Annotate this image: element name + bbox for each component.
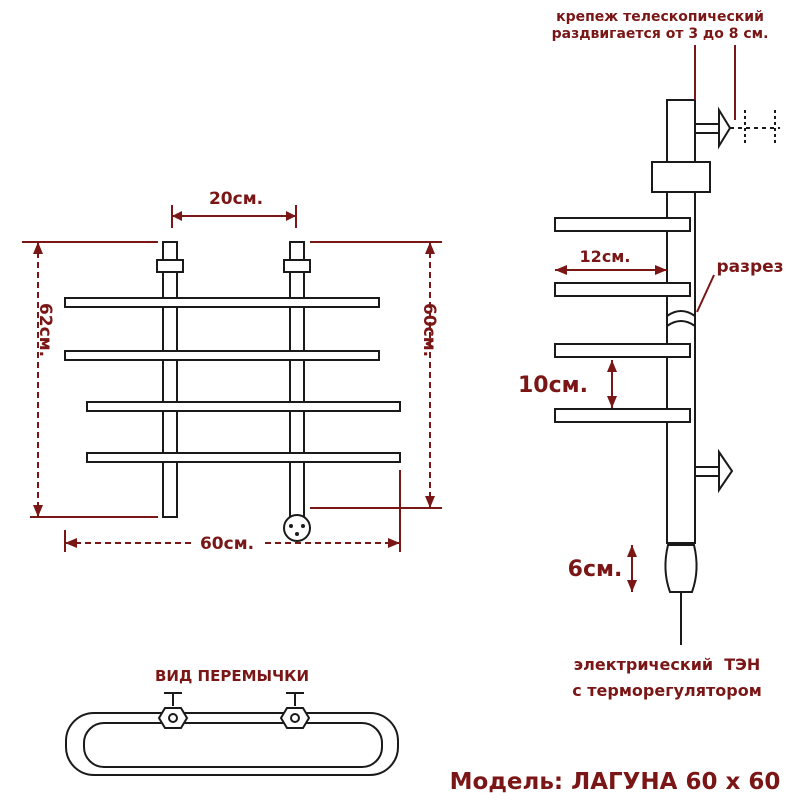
- top-mount-rod: [694, 123, 720, 134]
- heater-plug: [283, 514, 311, 542]
- plug-pin: [301, 524, 305, 528]
- bar-1: [64, 297, 380, 308]
- height-right-label: 60см.: [419, 303, 439, 357]
- section-label: разрез: [716, 257, 783, 277]
- left-nut: [156, 259, 184, 273]
- bar-3: [86, 401, 401, 412]
- jumper-view-label: ВИД ПЕРЕМЫЧКИ: [155, 667, 309, 685]
- side-bar-4: [554, 408, 691, 423]
- right-nut: [283, 259, 311, 273]
- side-annotations: крепеж телескопический раздвигается от 3…: [518, 9, 784, 700]
- heater-label-line1: электрический ТЭН: [574, 655, 761, 674]
- bar-4: [86, 452, 401, 463]
- mount-label-line1: крепеж телескопический: [556, 9, 764, 25]
- jumper-inner: [83, 722, 383, 768]
- plug-pin: [289, 524, 293, 528]
- bottom-mount-rod: [694, 466, 720, 477]
- width-bottom-label: 60см.: [200, 534, 254, 554]
- plug-pin: [295, 532, 299, 536]
- front-view: [64, 241, 401, 542]
- bar-2: [64, 350, 380, 361]
- model-title: Модель: ЛАГУНА 60 x 60: [450, 769, 781, 795]
- side-view: [554, 99, 780, 645]
- side-bar-2: [554, 282, 691, 297]
- jumper-view: ВИД ПЕРЕМЫЧКИ: [65, 667, 399, 776]
- heater-label-line2: с терморегулятором: [572, 681, 762, 700]
- spacing-top-label: 20см.: [209, 189, 263, 209]
- top-mount-cup: [718, 106, 732, 150]
- side-bar-3: [554, 343, 691, 358]
- left-riser: [162, 241, 178, 518]
- mount-label-line2: раздвигается от 3 до 8 см.: [552, 26, 769, 42]
- side-bar-1: [554, 217, 691, 232]
- front-dimensions: 20см. 62см. 60см. 60см.: [22, 186, 442, 554]
- heater-height-label: 6см.: [568, 557, 623, 582]
- height-left-label: 62см.: [35, 303, 55, 357]
- depth-label: 12см.: [580, 247, 631, 266]
- bar-spacing-label: 10см.: [518, 373, 588, 398]
- right-riser: [289, 241, 305, 518]
- bottom-mount-cup: [718, 448, 734, 494]
- heater-element: [664, 544, 698, 593]
- mount-block: [651, 161, 711, 193]
- section-break: [666, 310, 696, 317]
